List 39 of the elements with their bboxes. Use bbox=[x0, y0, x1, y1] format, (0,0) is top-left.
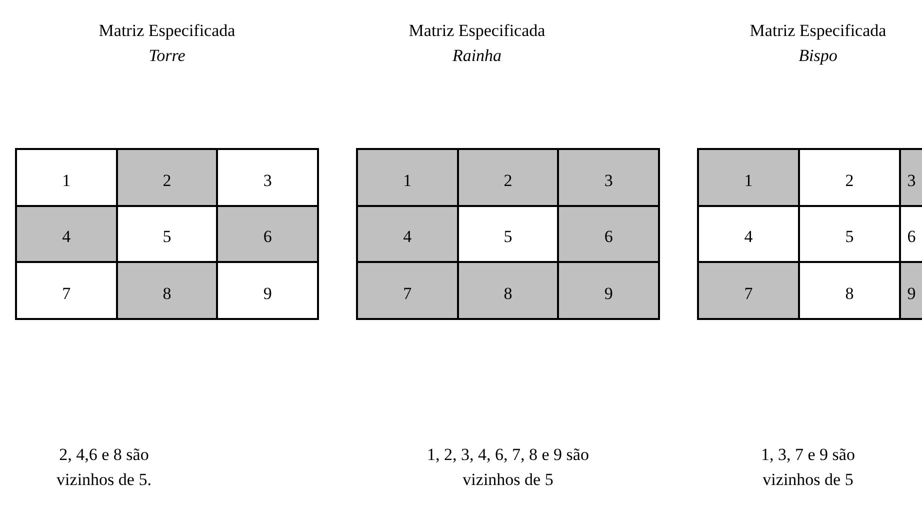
matrix-cell: 3 bbox=[900, 149, 922, 206]
matrix-cell: 5 bbox=[458, 206, 558, 262]
matrix-cell: 3 bbox=[558, 149, 659, 206]
piece-name: Torre bbox=[148, 45, 186, 67]
matrix-cell: 8 bbox=[799, 262, 900, 319]
matrix-grid bbox=[15, 148, 319, 320]
matrix-cell: 5 bbox=[116, 206, 218, 262]
matrix-cell: 4 bbox=[16, 206, 117, 262]
piece-name: Bispo bbox=[798, 45, 838, 67]
matrix-cell: 9 bbox=[900, 262, 922, 319]
matrix-cell: 6 bbox=[900, 206, 922, 262]
matrix-cell: 2 bbox=[116, 149, 218, 206]
neighbor-caption: 2, 4,6 e 8 são vizinhos de 5. bbox=[56, 444, 152, 491]
matrix-cell: 8 bbox=[458, 262, 558, 319]
matrix-cell: 3 bbox=[217, 149, 318, 206]
matrix-cell: 6 bbox=[217, 206, 318, 262]
matrix-title: Matriz Especificada bbox=[98, 20, 236, 42]
matrix-title: Matriz Especificada bbox=[748, 20, 888, 42]
matrix-cell: 2 bbox=[458, 149, 558, 206]
matrix-cell: 1 bbox=[698, 149, 799, 206]
neighbor-caption: 1, 2, 3, 4, 6, 7, 8 e 9 são vizinhos de 5 bbox=[426, 444, 590, 491]
matrix-cell: 7 bbox=[357, 262, 458, 319]
neighbor-caption: 1, 3, 7 e 9 são vizinhos de 5 bbox=[760, 444, 856, 491]
matrix-grid bbox=[356, 148, 660, 320]
matrix-grid bbox=[697, 148, 922, 320]
matrix-cell: 7 bbox=[16, 262, 117, 319]
matrix-cell: 5 bbox=[799, 206, 900, 262]
matrix-cell: 7 bbox=[698, 262, 799, 319]
matrix-title: Matriz Especificada bbox=[408, 20, 546, 42]
matrix-cell: 8 bbox=[116, 262, 218, 319]
matrix-cell: 2 bbox=[799, 149, 900, 206]
matrix-cell: 1 bbox=[16, 149, 117, 206]
matrix-cell: 1 bbox=[357, 149, 458, 206]
matrix-cell: 4 bbox=[357, 206, 458, 262]
matrix-cell: 4 bbox=[698, 206, 799, 262]
matrix-cell: 9 bbox=[217, 262, 318, 319]
matrix-cell: 9 bbox=[558, 262, 659, 319]
piece-name: Rainha bbox=[451, 45, 503, 67]
matrix-cell: 6 bbox=[558, 206, 659, 262]
